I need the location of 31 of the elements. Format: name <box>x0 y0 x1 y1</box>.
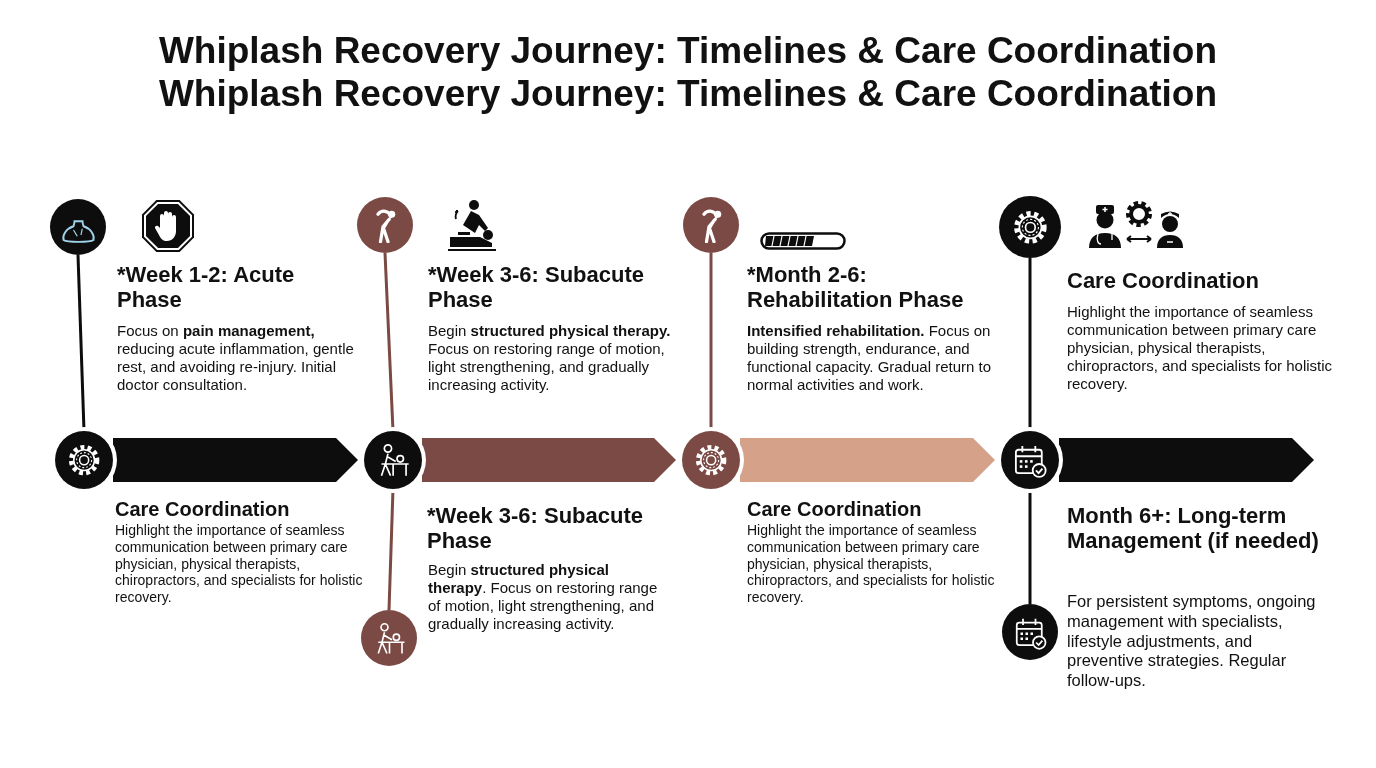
timeline-arrow <box>422 438 676 482</box>
phase-description: Highlight the importance of seamless communication between primary care physician, physical therapists, chiropractors, and specialists for holistic recovery. <box>1067 303 1334 393</box>
timeline-circle <box>50 199 106 255</box>
phase-heading: *Month 2-6: Rehabilitation Phase <box>747 262 965 313</box>
timeline-circle <box>364 431 422 489</box>
phase-description: Highlight the importance of seamless communication between primary care physician, physical therapists, chiropractors, and specialists for holistic recovery. <box>115 522 364 606</box>
phase-heading: Care Coordination <box>1067 268 1260 294</box>
phase-heading: *Week 3-6: Subacute Phase <box>427 503 644 554</box>
timeline-arrow <box>740 438 995 482</box>
phase-heading: *Week 1-2: Acute Phase <box>117 262 296 313</box>
title: Whiplash Recovery Journey: Timelines & Care Coordination <box>157 30 1219 72</box>
phase-description: Highlight the importance of seamless communication between primary care physician, physical therapists, chiropractors, and specialists for holistic recovery. <box>747 522 996 606</box>
phase-description: For persistent symptoms, ongoing management with specialists, lifestyle adjustments, and preventive strategies. Regular follow-ups. <box>1067 592 1317 691</box>
phase-description: Focus on pain management, reducing acute inflammation, gentle rest, and avoiding re-injury. Initial doctor consultation. <box>117 322 355 394</box>
phase-heading: *Week 3-6: Subacute Phase <box>428 262 645 313</box>
phase-heading: Care Coordination <box>115 498 291 521</box>
timeline-circle <box>683 197 739 253</box>
timeline-circle <box>357 197 413 253</box>
phase-description: Intensified rehabilitation. Focus on building strength, endurance, and functional capacity. Gradual return to normal activities and work. <box>747 322 993 394</box>
timeline-circle <box>361 610 417 666</box>
timeline-circle <box>1002 604 1058 660</box>
phase-heading: Month 6+: Long-term Management (if needed) <box>1067 503 1320 554</box>
timeline-circle <box>682 431 740 489</box>
timeline-arrow <box>1059 438 1314 482</box>
phase-heading: Care Coordination <box>747 498 923 521</box>
phase-description: Begin structured physical therapy. Focus on restoring range of motion, light strengthening, and gradually increasing activity. <box>428 322 672 394</box>
title: Whiplash Recovery Journey: Timelines & Care Coordination <box>157 73 1219 115</box>
timeline-circle <box>1001 431 1059 489</box>
phase-description: Begin structured physical therapy. Focus on restoring range of motion, light strengthening, and gradually increasing activity. <box>428 561 659 633</box>
timeline-circle <box>55 431 113 489</box>
timeline-arrow <box>113 438 358 482</box>
